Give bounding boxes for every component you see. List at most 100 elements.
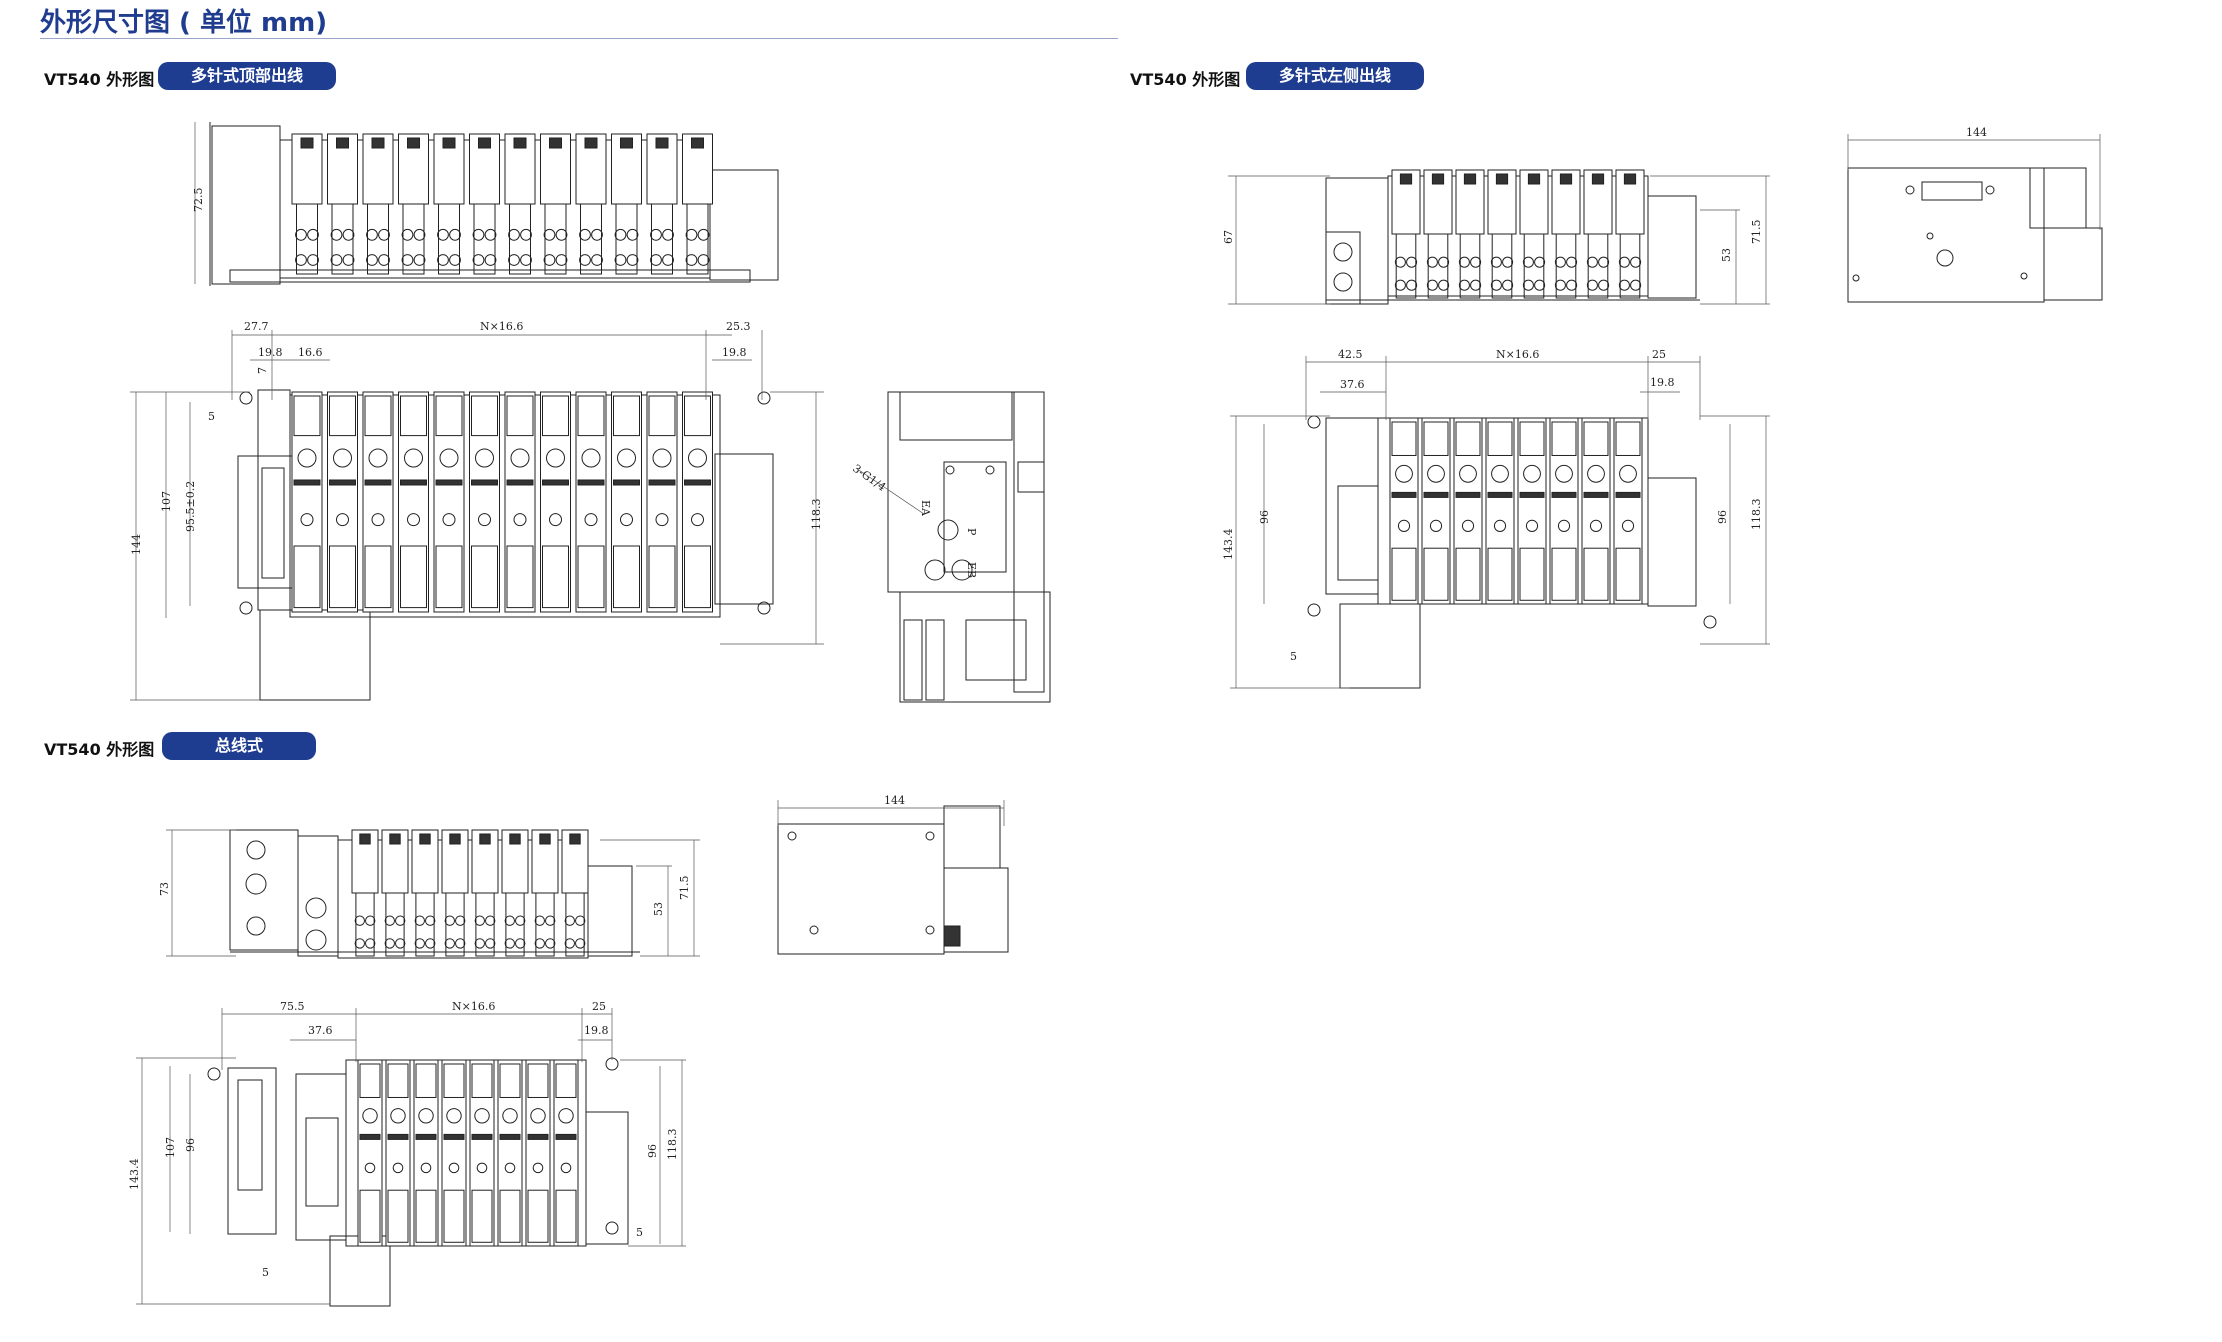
drawing-2-side-view: 144	[1847, 126, 2103, 303]
valve-module-top	[1581, 417, 1611, 605]
dim-144-side-2: 144	[1966, 126, 1987, 139]
dim-5: 5	[208, 410, 215, 423]
valve-module-top	[497, 1059, 523, 1247]
valve-module-front	[1519, 169, 1549, 299]
dim-72-5: 72.5	[192, 188, 205, 213]
valve-module-top	[469, 1059, 495, 1247]
valve-module-top	[441, 1059, 467, 1247]
drawing-1-top-dims: 27.7 N×16.6 25.3 19.8 16.6 19.8 7 5 144 …	[130, 320, 824, 701]
dim-118-3: 118.3	[810, 499, 823, 531]
dim-96-2b: 96	[1716, 510, 1729, 524]
dim-5-3a: 5	[636, 1226, 643, 1239]
port-label-ea: EA	[919, 500, 932, 517]
valve-module-top	[1389, 417, 1419, 605]
valve-module-front	[1615, 169, 1645, 299]
dim-73: 73	[158, 882, 171, 896]
dim-25-2: 25	[1652, 348, 1666, 361]
valve-module-top	[1549, 417, 1579, 605]
dim-107-3: 107	[164, 1137, 177, 1158]
valve-module-top	[553, 1059, 579, 1247]
dim-96-3b: 96	[646, 1144, 659, 1158]
valve-module-front	[411, 829, 439, 957]
drawing-1-top-valves	[291, 391, 713, 613]
section-label-top-right: VT540 外形图	[1130, 70, 1241, 89]
dim-7: 7	[256, 367, 269, 374]
dim-pitch-3: N×16.6	[452, 1000, 495, 1013]
drawing-2-top-view: 42.5 N×16.6 25 37.6 19.8 143.4 96 96 118…	[1222, 348, 1770, 689]
valve-module-top	[413, 1059, 439, 1247]
title-divider	[40, 38, 1118, 39]
valve-module-top	[398, 391, 429, 613]
valve-module-front	[682, 133, 713, 275]
dim-144: 144	[130, 534, 143, 555]
dim-95-5: 95.5±0.2	[184, 481, 197, 532]
dim-107: 107	[160, 491, 173, 512]
valve-module-front	[1487, 169, 1517, 299]
valve-module-top	[682, 391, 713, 613]
dim-5-2a: 5	[1290, 650, 1297, 663]
dim-5-3b: 5	[262, 1266, 269, 1279]
valve-module-top	[1517, 417, 1547, 605]
dim-96-2a: 96	[1258, 510, 1271, 524]
valve-module-top	[469, 391, 500, 613]
type-badge-top-left: 多针式顶部出线	[158, 62, 336, 90]
page-title: 外形尺寸图 ( 单位 mm)	[40, 8, 328, 38]
port-label-g14: 3-G1/4	[850, 462, 888, 494]
valve-module-front	[1455, 169, 1485, 299]
drawing-2-top-valves	[1389, 417, 1643, 605]
dim-37-6-3: 37.6	[308, 1024, 333, 1037]
drawing-1-front-valves	[291, 133, 713, 275]
valve-module-front	[381, 829, 409, 957]
valve-module-front	[1423, 169, 1453, 299]
dim-53-3: 53	[652, 902, 665, 916]
dim-96-3a: 96	[184, 1138, 197, 1152]
valve-module-front	[531, 829, 559, 957]
drawing-3-front-valves	[351, 829, 589, 957]
section-label-bottom-left: VT540 外形图	[44, 740, 155, 759]
valve-module-front	[611, 133, 642, 275]
valve-module-front	[504, 133, 536, 275]
valve-module-top	[327, 391, 358, 613]
dim-25-3: 25.3	[726, 320, 751, 333]
drawing-2-front-view: 67 53 71.5	[1222, 175, 1770, 305]
drawing-1-front-dims: 72.5	[192, 122, 205, 284]
dim-37-6-2: 37.6	[1340, 378, 1365, 391]
valve-module-front	[540, 133, 571, 275]
valve-module-front	[327, 133, 358, 275]
dim-42-5: 42.5	[1338, 348, 1363, 361]
valve-module-top	[1613, 417, 1643, 605]
valve-module-top	[433, 391, 465, 613]
port-label-eb: EB	[965, 562, 978, 578]
valve-module-front	[1583, 169, 1613, 299]
dim-16-6: 16.6	[298, 346, 323, 359]
valve-module-front	[433, 133, 465, 275]
valve-module-front	[561, 829, 589, 957]
valve-module-top	[1485, 417, 1515, 605]
valve-module-front	[351, 829, 379, 957]
drawing-3-top-view: 75.5 N×16.6 25 37.6 19.8 143.4 107 96 96…	[128, 1000, 686, 1307]
valve-module-top	[575, 391, 607, 613]
valve-module-top	[357, 1059, 383, 1247]
valve-module-front	[1391, 169, 1421, 299]
valve-module-front	[471, 829, 499, 957]
valve-module-front	[1551, 169, 1581, 299]
dim-19-8-b: 19.8	[722, 346, 747, 359]
valve-module-top	[385, 1059, 411, 1247]
valve-module-front	[362, 133, 394, 275]
dim-71-5-3: 71.5	[678, 876, 691, 901]
valve-module-front	[398, 133, 429, 275]
port-label-p: P	[965, 528, 978, 536]
valve-module-front	[469, 133, 500, 275]
valve-module-top	[525, 1059, 551, 1247]
dim-118-3-2: 118.3	[1750, 499, 1763, 531]
dim-144-side-3: 144	[884, 794, 905, 807]
type-badge-bottom-left: 总线式	[162, 732, 316, 760]
dim-53: 53	[1720, 248, 1733, 262]
valve-module-front	[291, 133, 323, 275]
valve-module-front	[575, 133, 607, 275]
valve-module-front	[646, 133, 678, 275]
valve-module-top	[1453, 417, 1483, 605]
dim-75-5: 75.5	[280, 1000, 305, 1013]
valve-module-top	[1421, 417, 1451, 605]
valve-module-top	[362, 391, 394, 613]
